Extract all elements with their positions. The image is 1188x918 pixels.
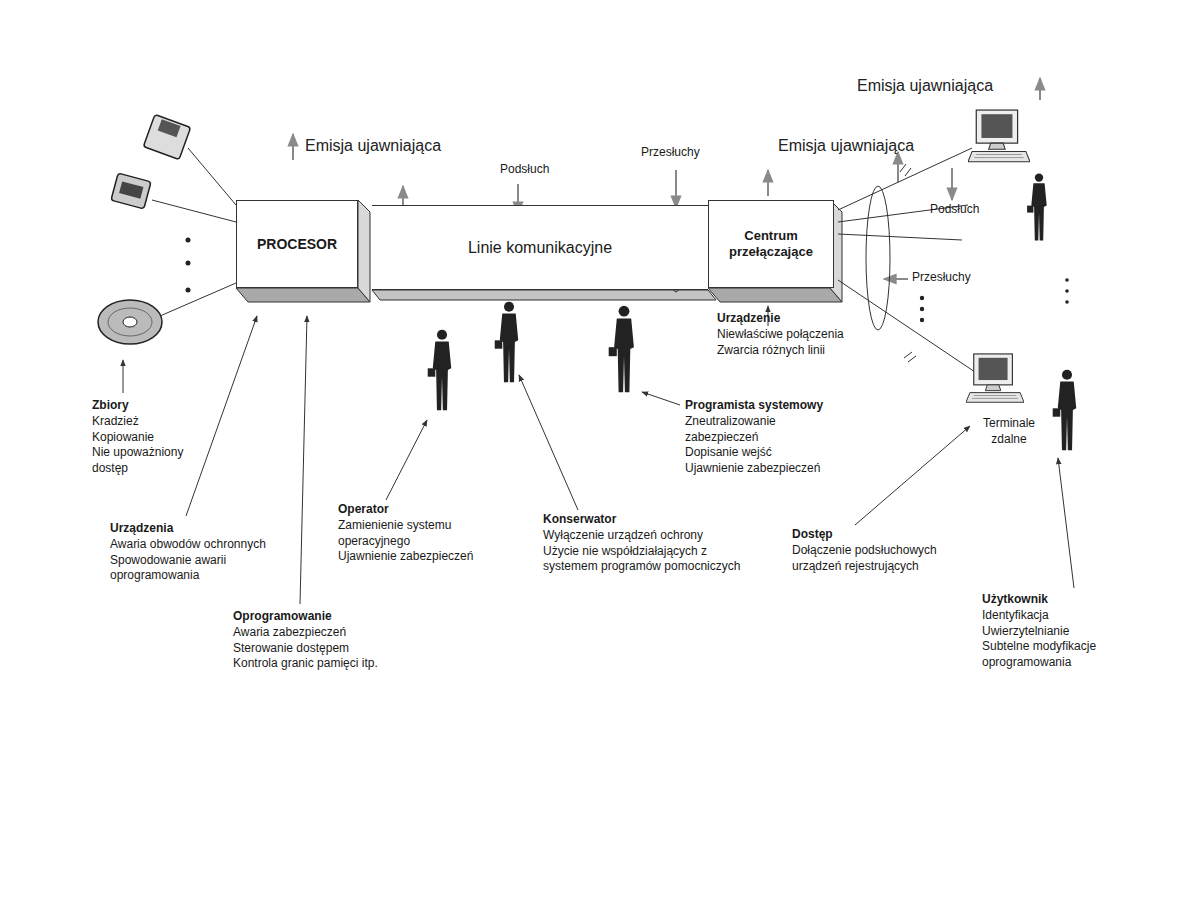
annotation-item: Dopisanie wejść xyxy=(685,445,860,461)
annotation-heading: Operator xyxy=(338,502,518,518)
annotation-group: Emisja ujawniająca xyxy=(305,136,480,155)
annotation-heading: Oprogramowanie xyxy=(233,609,438,625)
annotation-group: OprogramowanieAwaria zabezpieczeńSterowa… xyxy=(233,609,438,672)
annotation-group: UrządzeniaAwaria obwodów ochronnychSpowo… xyxy=(110,521,305,584)
dots xyxy=(186,238,191,293)
annotation-item: Zwarcia różnych linii xyxy=(717,343,882,359)
annotation-item: Uwierzytelnianie xyxy=(982,624,1132,640)
annotation-group: ZbioryKradzieżKopiowanieNie upoważniony … xyxy=(92,398,202,477)
annotation-group: Terminale zdalne xyxy=(976,416,1042,448)
node-title: PROCESOR xyxy=(249,236,345,253)
communication-band: Linie komunikacyjne xyxy=(372,205,708,290)
person-figure xyxy=(428,330,452,411)
annotation-heading: Programista systemowy xyxy=(685,398,860,414)
annotation-group: Przesłuchy xyxy=(641,145,726,161)
emission-arrow xyxy=(293,78,1040,220)
leader-arrow xyxy=(123,306,1074,604)
annotation-item: Kopiowanie xyxy=(92,430,202,446)
annotation-item: Ujawnienie zabezpieczeń xyxy=(338,549,518,565)
annotation-item: Spowodowanie awarii oprogramowania xyxy=(110,553,260,585)
annotation-heading: Użytkownik xyxy=(982,592,1132,608)
annotation-item: Dołączenie podsłuchowych urządzeń rejest… xyxy=(792,543,962,575)
annotation-group: KonserwatorWyłączenie urządzeń ochronyUż… xyxy=(543,512,768,575)
box-shading xyxy=(236,200,842,302)
annotation-item: Kradzież xyxy=(92,414,202,430)
annotation-item: Sterowanie dostępem xyxy=(233,641,438,657)
terminal-icon xyxy=(966,354,1024,402)
annotation-item: Zamienienie systemu operacyjnego xyxy=(338,518,473,550)
annotation-group: DostępDołączenie podsłuchowych urządzeń … xyxy=(792,527,982,574)
annotation-heading: Urządzenie xyxy=(717,311,882,327)
annotation-group: Podsłuch xyxy=(930,202,1010,218)
threat-label: Przesłuchy xyxy=(641,145,726,161)
annotation-item: Awaria obwodów ochronnych xyxy=(110,537,305,553)
terminal-caption: Terminale zdalne xyxy=(976,416,1042,448)
annotation-item: Użycie nie współdziałających z systemem … xyxy=(543,544,748,576)
annotation-group: UrządzenieNiewłaściwe połączeniaZwarcia … xyxy=(717,311,882,358)
annotation-heading: Konserwator xyxy=(543,512,768,528)
terminal-wires xyxy=(838,148,975,372)
annotation-group: Programista systemowyZneutralizowanie za… xyxy=(685,398,860,477)
node-title: Centrum przełączające xyxy=(709,228,833,259)
annotation-item: Wyłączenie urządzeń ochrony xyxy=(543,528,768,544)
person-figure xyxy=(1027,173,1047,240)
annotation-heading: Urządzenia xyxy=(110,521,305,537)
cd-disc-icon xyxy=(98,300,162,344)
dots xyxy=(920,278,1069,322)
annotation-group: Przesłuchy xyxy=(912,270,1002,286)
threat-label: Podsłuch xyxy=(930,202,1010,218)
annotation-item: Subtelne modyfikacje oprogramowania xyxy=(982,639,1127,671)
terminal-icon xyxy=(968,110,1030,162)
annotation-item: Niewłaściwe połączenia xyxy=(717,327,882,343)
annotation-group: Podsłuch xyxy=(500,162,580,178)
switching-center-box: Centrum przełączające xyxy=(708,200,834,288)
annotation-group: OperatorZamienienie systemu operacyjnego… xyxy=(338,502,518,565)
threat-label: Podsłuch xyxy=(500,162,580,178)
annotation-group: Emisja ujawniająca xyxy=(857,76,1032,95)
floppy-disk-icon xyxy=(143,115,190,160)
node-title: Linie komunikacyjne xyxy=(460,238,620,257)
processor-box: PROCESOR xyxy=(236,200,358,288)
annotation-item: Awaria zabezpieczeń xyxy=(233,625,438,641)
cassette-icon xyxy=(111,173,151,209)
annotation-heading: Dostęp xyxy=(792,527,982,543)
annotation-item: Kontrola granic pamięci itp. xyxy=(233,656,438,672)
annotation-group: Emisja ujawniająca xyxy=(778,136,953,155)
threat-label: Emisja ujawniająca xyxy=(305,136,480,155)
threat-label: Przesłuchy xyxy=(912,270,1002,286)
person-figure xyxy=(609,306,634,392)
annotation-group: UżytkownikIdentyfikacjaUwierzytelnianieS… xyxy=(982,592,1132,671)
threat-label: Emisja ujawniająca xyxy=(857,76,1032,95)
person-figure xyxy=(495,302,519,383)
annotation-heading: Zbiory xyxy=(92,398,202,414)
person-figure xyxy=(1053,370,1077,451)
threat-label: Emisja ujawniająca xyxy=(778,136,953,155)
annotation-item: Ujawnienie zabezpieczeń xyxy=(685,461,860,477)
annotation-item: Nie upoważniony dostęp xyxy=(92,445,197,477)
annotation-item: Identyfikacja xyxy=(982,608,1132,624)
annotation-item: Zneutralizowanie zabezpieczeń xyxy=(685,414,803,446)
media-wires xyxy=(152,148,236,316)
